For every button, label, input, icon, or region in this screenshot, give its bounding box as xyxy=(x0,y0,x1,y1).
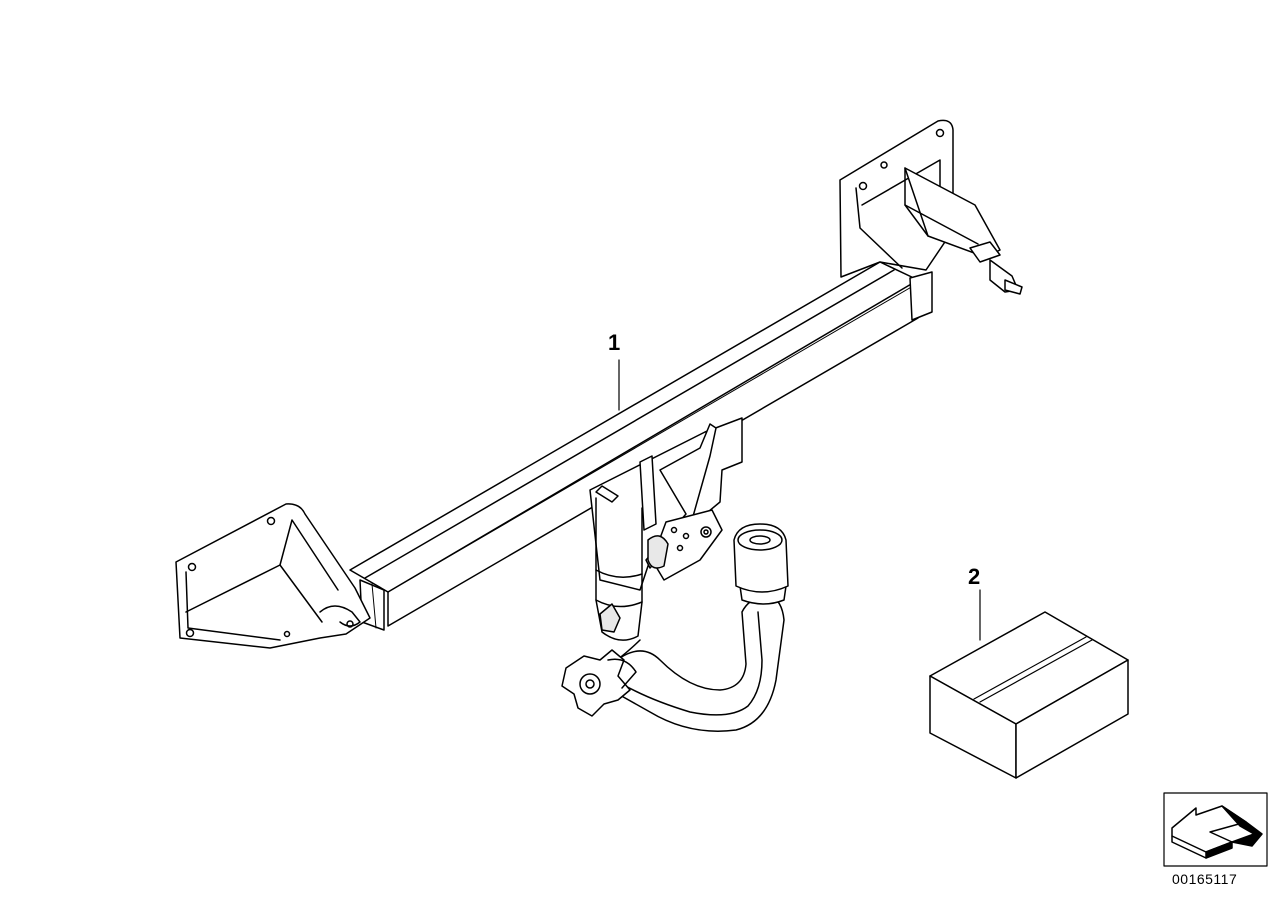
receiver-housing xyxy=(589,417,743,641)
swan-neck-arm xyxy=(561,523,789,732)
left-mounting-bracket xyxy=(175,503,371,649)
diagram-id: 00165117 xyxy=(1172,871,1238,887)
tow-bar-assembly[interactable] xyxy=(175,119,1023,732)
id-box xyxy=(1163,792,1268,867)
back-arrow-icon xyxy=(1171,805,1263,859)
callout-2[interactable]: 2 xyxy=(968,564,981,589)
kit-box[interactable] xyxy=(929,589,1129,779)
callout-1[interactable]: 1 xyxy=(608,330,621,355)
right-mounting-bracket xyxy=(839,119,1023,295)
